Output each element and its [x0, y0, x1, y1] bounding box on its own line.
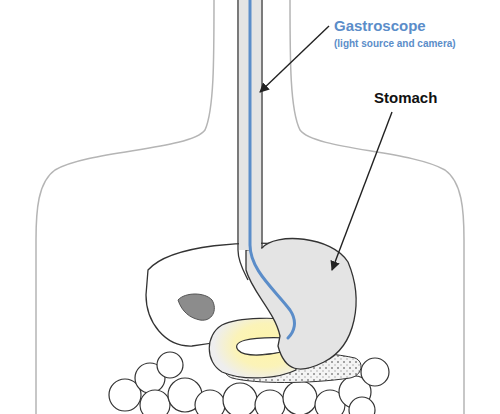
- label-text: (light source and camera): [334, 38, 456, 49]
- gastroscope: [250, 0, 294, 338]
- label-text: Stomach: [374, 89, 437, 106]
- leader-arrow: [260, 26, 329, 92]
- gallbladder: [178, 294, 214, 320]
- body-outline: [36, 0, 214, 414]
- stomach: [246, 239, 356, 370]
- oesophagus: [261, 0, 262, 248]
- label-text: Gastroscope: [334, 17, 426, 34]
- leader-arrow: [332, 112, 392, 270]
